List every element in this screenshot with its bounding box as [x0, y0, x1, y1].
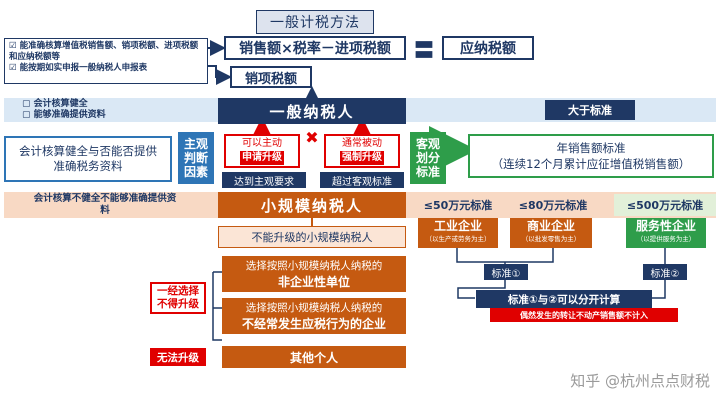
service-note: （以提供服务为主） [636, 235, 696, 243]
connector-std2-down [650, 278, 666, 299]
other-individual: 其他个人 [222, 346, 406, 368]
industry-name: 工业企业 [433, 219, 482, 233]
method-title: 一般计税方法 [256, 10, 374, 34]
general-left-item: ▢ 能够准确提供资料 [22, 110, 106, 120]
bracket-options [212, 271, 222, 341]
industry-box: 工业企业 （以生产或劳务为主） [418, 218, 498, 248]
left-panel-text: 会计核算健全与否能否提供准确税务资料 [4, 136, 172, 182]
checkbox-icon: ☑ [9, 41, 20, 51]
subjective-factor: 主观判断因素 [178, 132, 214, 184]
standard-note: 偶然发生的转让不动产销售额不计入 [490, 308, 678, 322]
threshold-500: ≤500万元标准 [614, 194, 716, 216]
checkbox-icon: ☑ [9, 63, 20, 73]
reach-subjective: 达到主观要求 [222, 172, 306, 188]
exceed-objective: 超过客观标准 [320, 172, 404, 188]
greater-than-standard: 大于标准 [545, 100, 635, 120]
conditions-box: ☑ 能准确核算增值税销售额、销项税额、进项税额和应纳税额等 ☑ 能按期如实申报一… [4, 38, 208, 84]
small-taxpayer-title: 小规模纳税人 [218, 192, 406, 218]
small-left-line: 会计核算不健全不能够准确提供资料 [33, 193, 177, 216]
square-bullet-icon: ▢ [22, 110, 34, 120]
threshold-80: ≤80万元标准 [518, 199, 588, 212]
option1-line2: 非企业性单位 [277, 275, 350, 289]
connector-std1 [456, 248, 554, 263]
sales-standard-box: 年销售额标准 （连续12个月累计应征增值税销售额） [468, 134, 714, 178]
connector-std-combined [457, 278, 506, 299]
upgrade-forced-line2: 强制升级 [340, 151, 384, 165]
service-box: 服务性企业 （以提供服务为主） [626, 218, 706, 248]
threshold-50: ≤50万元标准 [423, 199, 493, 212]
condition-item: ☑ 能准确核算增值税销售额、销项税额、进项税额和应纳税额等 [9, 41, 199, 62]
option2-line1: 选择按照小规模纳税人纳税的 [245, 302, 383, 314]
sales-standard-note: （连续12个月累计应征增值税销售额） [491, 157, 691, 171]
option1-line1: 选择按照小规模纳税人纳税的 [245, 260, 383, 272]
standard-combined: 标准①与②可以分开计算 [476, 290, 652, 308]
upgrade-active-label: 可以主动 申请升级 [224, 134, 300, 168]
service-name: 服务性企业 [635, 219, 696, 233]
no-upgrade-label: 无法升级 [150, 348, 206, 366]
industry-note: （以生产或劳务为主） [425, 235, 491, 243]
upgrade-active-line1: 可以主动 [242, 138, 282, 149]
upgrade-forced-line1: 通常被动 [342, 138, 382, 149]
condition-item: ☑ 能按期如实申报一般纳税人申报表 [9, 63, 148, 73]
cannot-upgrade-title: 不能升级的小规模纳税人 [218, 226, 406, 248]
option2-line2: 不经常发生应税行为的企业 [241, 317, 386, 331]
standard-1: 标准① [484, 264, 528, 280]
commerce-box: 商业企业 （以批发零售为主） [510, 218, 592, 248]
square-bullet-icon: ▢ [22, 99, 34, 109]
upgrade-forced-label: 通常被动 强制升级 [324, 134, 400, 168]
commerce-note: （以批发零售为主） [521, 235, 581, 243]
once-chosen-label: 一经选择不得升级 [150, 282, 206, 314]
small-left-bottom-text: 会计核算不健全不能够准确提供资料 [30, 192, 180, 218]
standard-2: 标准② [643, 264, 687, 280]
x-mark-icon: ✖ [305, 127, 319, 147]
equals-sign: 〓 [414, 37, 434, 62]
watermark: 知乎 @杭州点点财税 [570, 372, 710, 390]
objective-standard: 客观划分标准 [410, 132, 446, 184]
option-non-enterprise: 选择按照小规模纳税人纳税的 非企业性单位 [222, 256, 406, 292]
output-tax-box: 销项税额 [230, 66, 312, 88]
general-taxpayer-title: 一般纳税人 [218, 98, 406, 124]
commerce-name: 商业企业 [526, 219, 575, 233]
formula-left: 销售额×税率－进项税额 [224, 36, 406, 60]
option-infrequent: 选择按照小规模纳税人纳税的 不经常发生应税行为的企业 [222, 298, 406, 334]
general-left-items: ▢ 会计核算健全 ▢ 能够准确提供资料 [22, 99, 172, 121]
upgrade-active-line2: 申请升级 [240, 151, 284, 165]
general-left-item: ▢ 会计核算健全 [22, 99, 88, 109]
formula-right: 应纳税额 [442, 36, 534, 60]
arrow-conditions-to-output [208, 65, 232, 85]
sales-standard-title: 年销售额标准 [556, 141, 626, 155]
